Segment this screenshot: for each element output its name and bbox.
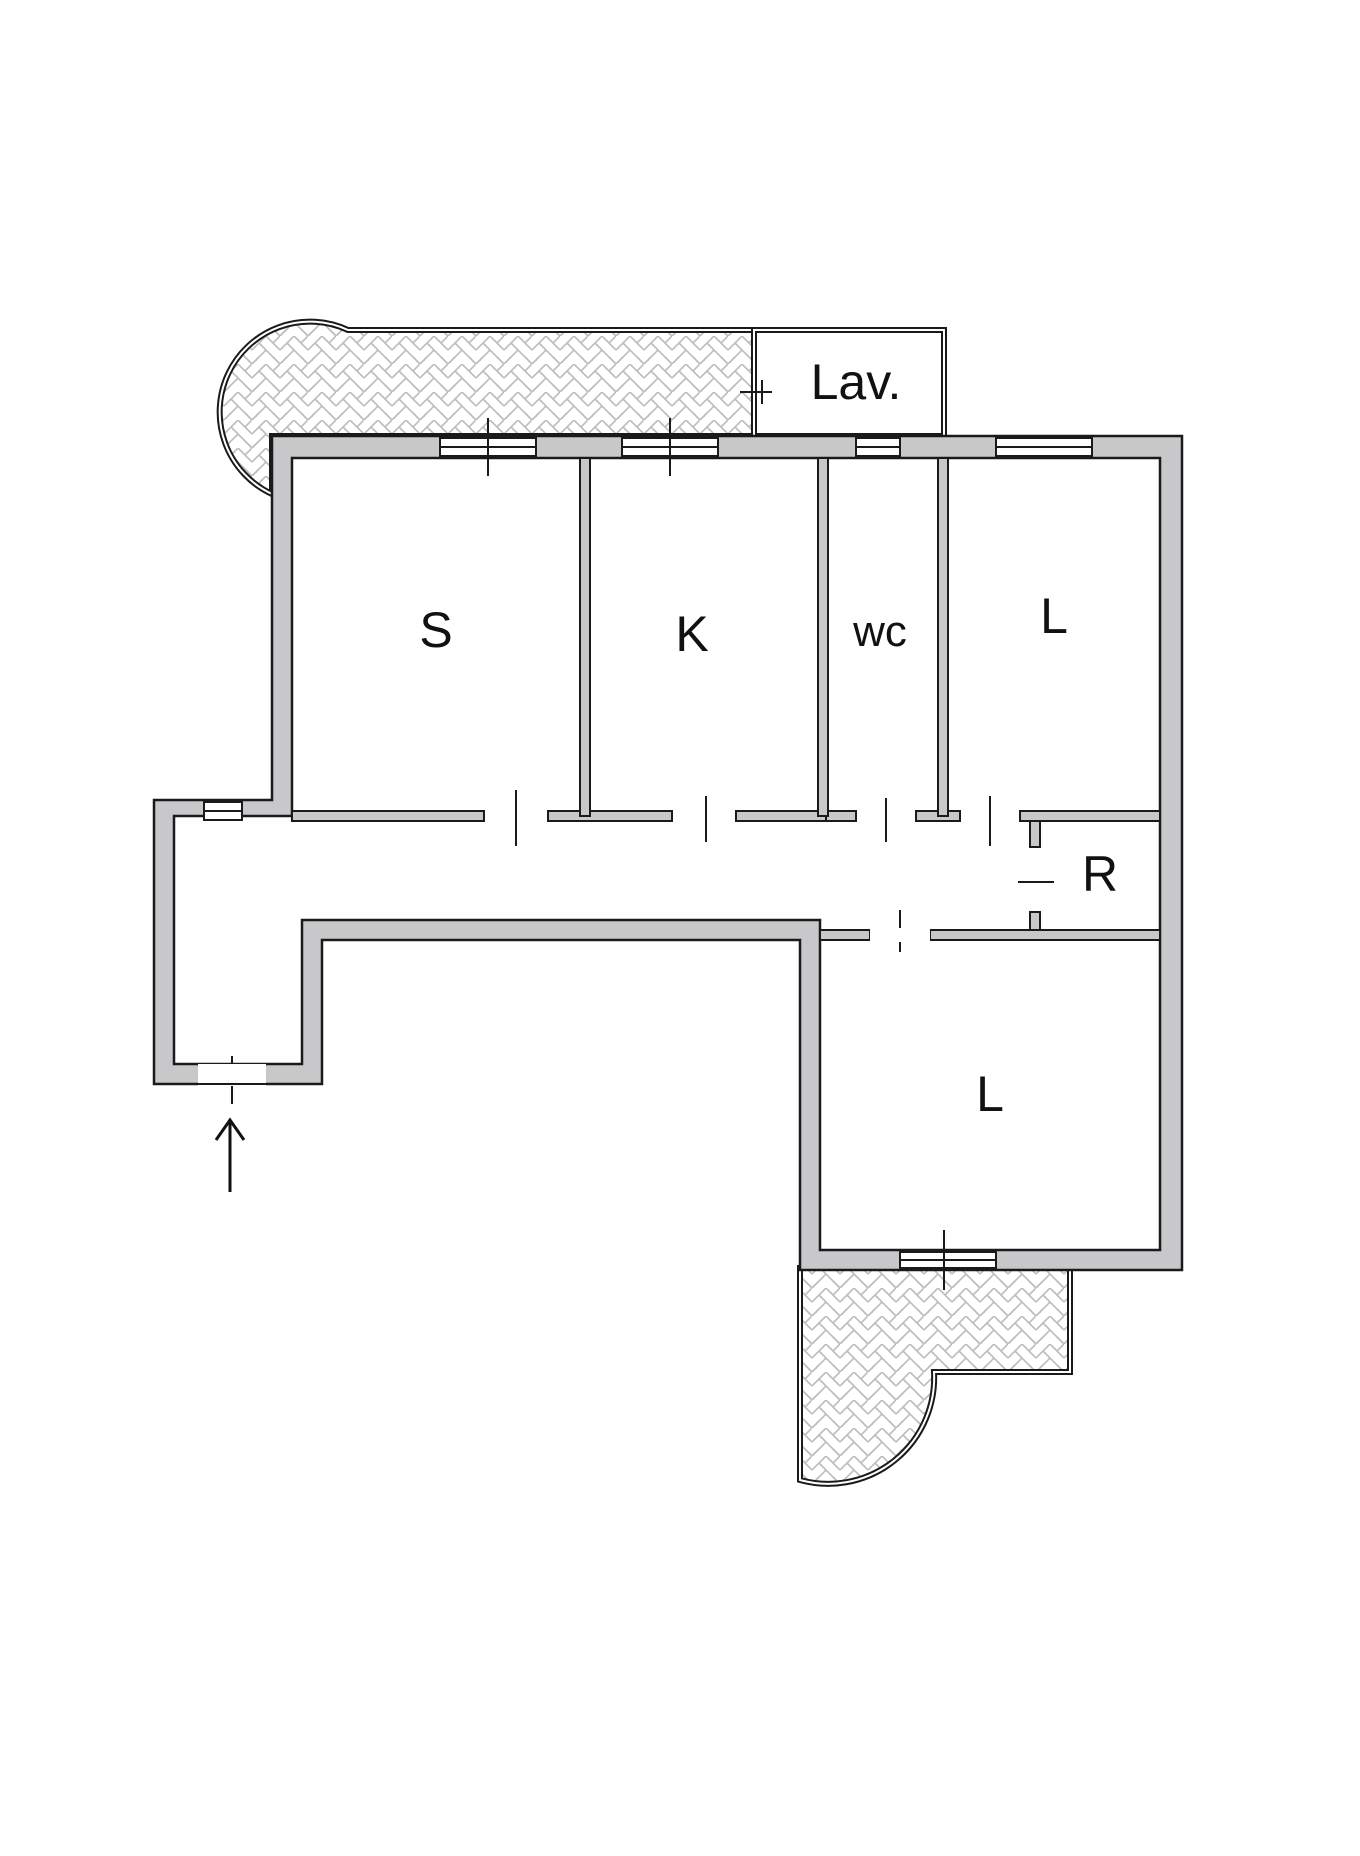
label-r: R	[1081, 846, 1119, 902]
door-markers	[231, 418, 1054, 1290]
upper-terrace	[216, 318, 761, 499]
laundry-room	[740, 327, 947, 439]
arrow-up-icon	[214, 1117, 246, 1192]
label-s: S	[419, 602, 453, 658]
entrance-opening	[198, 1064, 266, 1086]
outer-walls	[152, 434, 1184, 1272]
interior-walls	[291, 457, 1161, 941]
label-k: K	[675, 606, 709, 662]
label-l-upper: L	[1040, 588, 1068, 644]
label-laundry: Lav.	[810, 354, 902, 410]
lower-terrace	[797, 1265, 1073, 1487]
windows	[203, 437, 1093, 1269]
label-wc: wc	[853, 607, 907, 656]
label-l-lower: L	[976, 1066, 1004, 1122]
